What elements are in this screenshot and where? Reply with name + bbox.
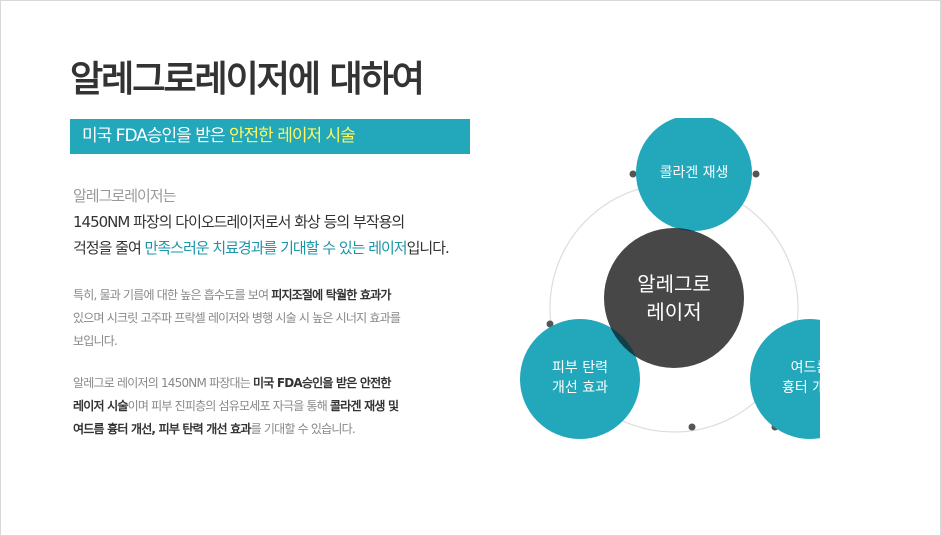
center-label: 알레그로 레이저 [624,270,724,326]
p2-l1-a: 알레그로 레이저의 1450NM 파장대는 [73,376,254,390]
p2-l2-bold-a: 레이저 시술 [73,399,128,413]
circle-center [604,228,744,368]
center-label-line-1: 알레그로 [637,272,711,296]
left-label-line-1: 피부 탄력 [552,360,608,376]
benefits-diagram: 알레그로 레이저 콜라겐 재생 피부 탄력 개선 효과 여드름 흉터 개선 [520,115,870,448]
p1-l1-bold: 피지조절에 탁월한 효과 [271,288,381,302]
intro-text: 알레그로레이저는 1450NM 파장의 다이오드레이저로서 화상 등의 부작용의… [73,183,450,261]
paragraph-2-line-1: 알레그로 레이저의 1450NM 파장대는 미국 FDA승인을 받은 안전한 [73,372,398,395]
paragraph-1-line-2: 있으며 시크릿 고주파 프락셀 레이저와 병행 시술 시 높은 시너지 효과를 [73,311,401,325]
subtitle-banner: 미국 FDA승인을 받은 안전한 레이저 시술 [70,119,470,154]
paragraph-2-line-2: 레이저 시술이며 피부 진피층의 섬유모세포 자극을 통해 콜라겐 재생 및 [73,395,399,418]
center-label-line-2: 레이저 [646,300,702,324]
paragraph-1-line-3: 보입니다. [73,334,118,348]
p2-l3-bold: 여드름 흉터 개선, 피부 탄력 개선 효과 [73,422,251,436]
orbit-dot [752,170,760,178]
orbit-dot [629,170,637,178]
left-label-line-2: 개선 효과 [552,380,608,396]
paragraph-2: 알레그로 레이저의 1450NM 파장대는 미국 FDA승인을 받은 안전한 레… [73,372,399,441]
orbit-dot [546,320,554,328]
paragraph-1-line-1: 특히, 물과 기름에 대한 높은 흡수도를 보여 피지조절에 탁월한 효과가 [73,284,400,307]
intro-line-3-a: 걱정을 줄여 [73,239,145,257]
intro-line-3-c: 입니다. [406,239,450,257]
intro-line-3-highlight: 만족스러운 치료경과를 기대할 수 있는 레이저 [144,239,408,257]
orbit-dot [688,423,696,431]
circle-left [520,319,640,439]
intro-line-3: 걱정을 줄여 만족스러운 치료경과를 기대할 수 있는 레이저입니다. [73,235,450,261]
right-label-line-2: 흉터 개선 [782,380,838,396]
p2-l2-bold-c: 콜라겐 재생 및 [330,399,399,413]
p2-l2-b: 이며 피부 진피층의 섬유모세포 자극을 통해 [127,399,331,413]
intro-line-2: 1450NM 파장의 다이오드레이저로서 화상 등의 부작용의 [73,213,405,231]
top-label: 콜라겐 재생 [659,165,729,181]
p1-l1-c: 가 [380,288,391,302]
intro-line-1: 알레그로레이저는 [73,187,176,205]
circle-top [636,115,752,231]
page-title: 알레그로레이저에 대하여 [70,59,425,100]
subtitle-plain: 미국 FDA승인을 받은 [82,126,229,146]
paragraph-1: 특히, 물과 기름에 대한 높은 흡수도를 보여 피지조절에 탁월한 효과가 있… [73,284,401,353]
right-label: 여드름 흉터 개선 [765,358,855,398]
p2-l1-bold: 미국 FDA승인을 받은 안전한 [253,376,391,390]
paragraph-2-line-3: 여드름 흉터 개선, 피부 탄력 개선 효과를 기대할 수 있습니다. [73,418,398,441]
left-label: 피부 탄력 개선 효과 [530,358,630,398]
subtitle-highlight: 안전한 레이저 시술 [228,126,356,146]
right-label-line-1: 여드름 [790,360,830,376]
p2-l3-b: 를 기대할 수 있습니다. [250,422,356,436]
p1-l1-a: 특히, 물과 기름에 대한 높은 흡수도를 보여 [73,288,272,302]
